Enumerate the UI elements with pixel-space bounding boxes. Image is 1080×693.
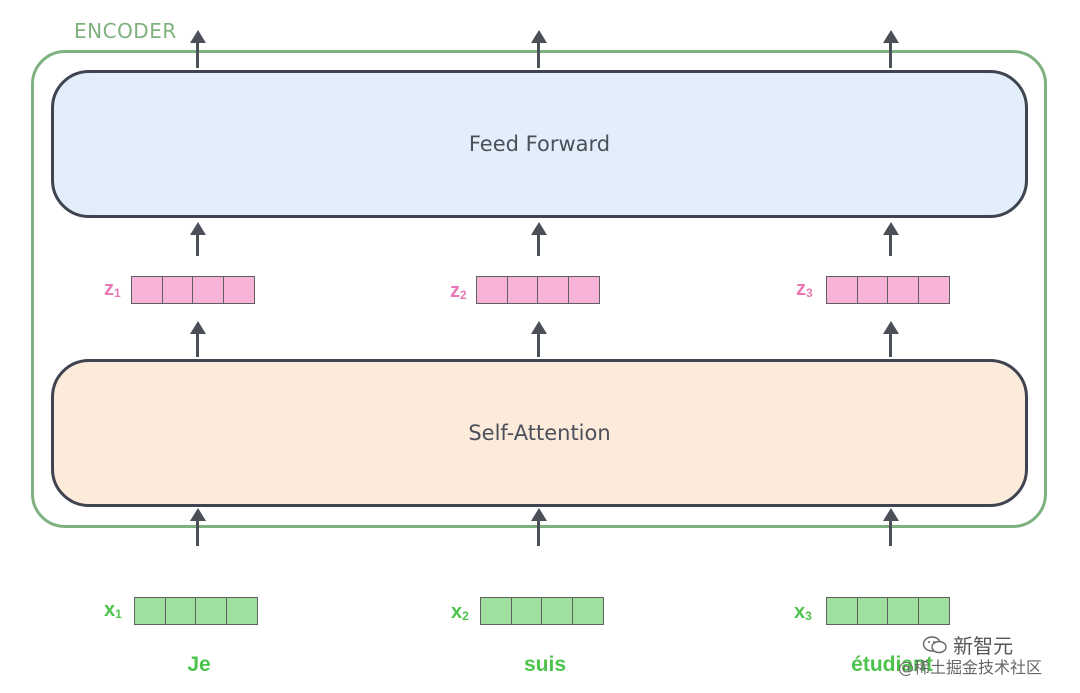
arrow-shaft	[537, 42, 540, 68]
self-attention-label: Self-Attention	[468, 421, 611, 445]
feed-forward-label: Feed Forward	[468, 132, 611, 156]
arrow-shaft	[196, 42, 199, 68]
arrow-up-icon	[190, 222, 206, 235]
arrow-shaft	[889, 333, 892, 357]
feed-forward-block: Feed Forward	[51, 70, 1028, 218]
arrow-up-icon	[883, 321, 899, 334]
arrow-up-icon	[531, 508, 547, 521]
self-attention-block: Self-Attention	[51, 359, 1028, 507]
z2-label: z2	[450, 280, 467, 302]
arrow-shaft	[196, 333, 199, 357]
arrow-shaft	[537, 234, 540, 256]
x3-label: x3	[794, 601, 812, 623]
arrow-shaft	[889, 234, 892, 256]
arrow-shaft	[537, 333, 540, 357]
z1-label: z1	[104, 278, 121, 300]
z1-vector	[131, 276, 255, 304]
watermark-title: 新智元	[953, 634, 1014, 658]
arrow-shaft	[889, 42, 892, 68]
word-etudiant: étudiant	[851, 653, 933, 676]
word-je: Je	[187, 653, 211, 676]
z3-vector	[826, 276, 950, 304]
arrow-up-icon	[883, 30, 899, 43]
arrow-shaft	[537, 520, 540, 546]
arrow-up-icon	[531, 30, 547, 43]
arrow-up-icon	[190, 508, 206, 521]
arrow-up-icon	[883, 222, 899, 235]
arrow-shaft	[889, 520, 892, 546]
watermark-top: 新智元	[922, 630, 1013, 659]
word-suis: suis	[523, 653, 567, 676]
x1-label: x1	[104, 599, 122, 621]
arrow-up-icon	[190, 30, 206, 43]
arrow-up-icon	[531, 321, 547, 334]
wechat-icon	[922, 635, 948, 655]
x2-vector	[480, 597, 604, 625]
x1-vector	[134, 597, 258, 625]
z2-vector	[476, 276, 600, 304]
arrow-up-icon	[883, 508, 899, 521]
encoder-label: ENCODER	[74, 19, 177, 43]
x3-vector	[826, 597, 950, 625]
z3-label: z3	[796, 278, 813, 300]
arrow-shaft	[196, 520, 199, 546]
arrow-up-icon	[531, 222, 547, 235]
arrow-up-icon	[190, 321, 206, 334]
x2-label: x2	[451, 601, 469, 623]
arrow-shaft	[196, 234, 199, 256]
watermark-subtitle: @稀土掘金技术社区	[898, 658, 1043, 677]
